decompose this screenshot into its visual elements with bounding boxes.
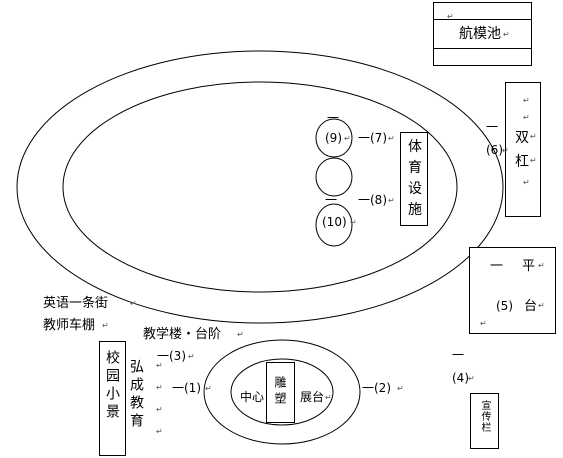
model-pool-box: 航模池 ↵ ↵ xyxy=(433,2,532,66)
sports-field-inner-ellipse xyxy=(62,81,458,293)
paragraph-mark: ↵ xyxy=(388,196,395,205)
sports-facilities-label-4: 施 xyxy=(408,202,422,218)
paragraph-mark: ↵ xyxy=(523,96,530,105)
hongcheng-edu-label: 弘成教育 xyxy=(128,359,144,431)
platform-label-1: 一 xyxy=(490,259,504,274)
bulletin-box: 宣传栏 xyxy=(470,393,499,449)
marker-10: (10) xyxy=(322,215,347,229)
paragraph-mark: ↵ xyxy=(102,321,109,330)
paragraph-mark: ↵ xyxy=(538,261,545,270)
marker-9: (9) xyxy=(325,131,342,145)
paragraph-mark: ↵ xyxy=(530,132,537,141)
marker-7: 一(7) xyxy=(358,131,387,145)
paragraph-mark: ↵ xyxy=(468,374,475,383)
marker-6: (6) xyxy=(486,143,503,157)
model-pool-top-line xyxy=(434,19,531,20)
marker-9-dash: 一 xyxy=(327,111,340,125)
circle-middle xyxy=(315,157,353,197)
paragraph-mark: ↵ xyxy=(350,218,357,227)
marker-8: 一(8) xyxy=(358,193,387,207)
plaza-outer-ellipse xyxy=(203,339,361,445)
paragraph-mark: ↵ xyxy=(503,30,510,39)
sports-facilities-label-1: 体 xyxy=(408,139,422,155)
building-steps-label: 教学楼・台阶 xyxy=(143,327,222,342)
display-stage-label: 展台 xyxy=(300,390,325,404)
paragraph-mark: ↵ xyxy=(344,134,351,143)
platform-label-4: 台 xyxy=(524,299,538,314)
circle-10 xyxy=(315,203,353,247)
english-street-label: 英语一条街 xyxy=(43,296,109,311)
marker-4: (4) xyxy=(452,371,469,385)
paragraph-mark: ↵ xyxy=(388,134,395,143)
paragraph-mark: ↵ xyxy=(480,319,487,328)
parallel-bars-label-1: 双 xyxy=(515,130,529,146)
paragraph-mark: ↵ xyxy=(397,384,404,393)
marker-3: 一(3) xyxy=(157,349,186,363)
sports-field-outer-ellipse xyxy=(16,50,504,324)
marker-2: 一(2) xyxy=(362,381,391,395)
platform-label-2: 平 xyxy=(522,259,536,274)
paragraph-mark: ↵ xyxy=(502,146,509,155)
parallel-bars-label-2: 杠 xyxy=(515,154,529,170)
paragraph-mark: ↵ xyxy=(188,352,195,361)
marker-4-dash: 一 xyxy=(452,348,465,362)
circle-9 xyxy=(315,118,353,158)
bulletin-label: 宣传栏 xyxy=(479,400,490,433)
paragraph-mark: ↵ xyxy=(523,178,530,187)
sculpture-label: 雕塑 xyxy=(273,376,287,408)
paragraph-mark: ↵ xyxy=(325,393,332,402)
paragraph-mark: ↵ xyxy=(156,361,163,370)
paragraph-mark: ↵ xyxy=(130,299,137,308)
center-label: 中心 xyxy=(240,390,265,404)
paragraph-mark: ↵ xyxy=(447,12,454,21)
paragraph-mark: ↵ xyxy=(156,427,163,436)
marker-6-dash: 一 xyxy=(486,120,499,134)
model-pool-bottom-line xyxy=(434,48,531,49)
paragraph-mark: ↵ xyxy=(237,330,244,339)
sports-facilities-label-2: 育 xyxy=(408,160,422,176)
platform-label-3: (5) xyxy=(496,299,513,313)
paragraph-mark: ↵ xyxy=(156,405,163,414)
campus-scene-box: 校园小景 xyxy=(99,341,126,456)
sculpture-box: 雕塑 xyxy=(266,362,295,423)
campus-scene-label: 校园小景 xyxy=(104,350,120,422)
parallel-bars-box: 双 杠 ↵ ↵ ↵ ↵ ↵ xyxy=(505,82,541,217)
teacher-shed-label: 教师车棚 xyxy=(43,318,96,333)
model-pool-label: 航模池 xyxy=(459,26,501,42)
paragraph-mark: ↵ xyxy=(156,383,163,392)
marker-10-dash: 一 xyxy=(325,193,338,207)
paragraph-mark: ↵ xyxy=(205,384,212,393)
marker-1: 一(1) xyxy=(172,381,201,395)
paragraph-mark: ↵ xyxy=(538,301,545,310)
plaza-inner-ellipse xyxy=(230,358,334,426)
sports-facilities-box: 体 育 设 施 xyxy=(400,132,428,226)
platform-box: 一 平 (5) 台 ↵ ↵ ↵ xyxy=(469,247,556,334)
paragraph-mark: ↵ xyxy=(523,113,530,122)
paragraph-mark: ↵ xyxy=(530,156,537,165)
sports-facilities-label-3: 设 xyxy=(408,181,422,197)
